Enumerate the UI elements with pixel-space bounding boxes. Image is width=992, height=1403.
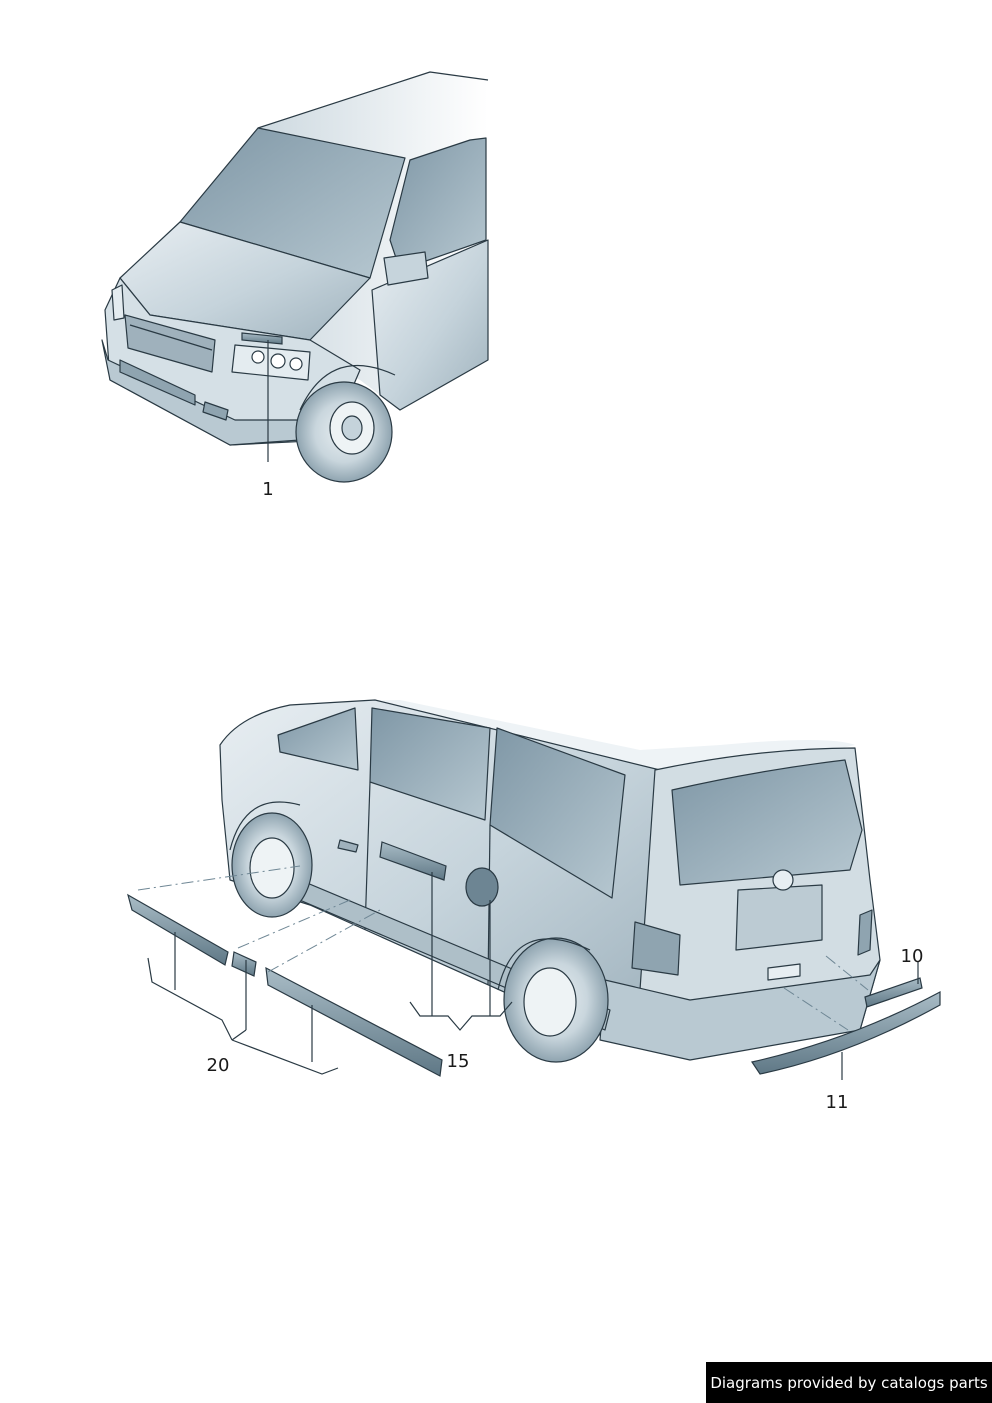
callout-11: 11 [826, 1092, 849, 1113]
part-20-rocker-trim-mid [231, 951, 257, 977]
callout-15: 15 [447, 1051, 470, 1072]
footer-credit-text: Diagrams provided by catalogs parts [710, 1373, 988, 1392]
callout-20: 20 [207, 1055, 230, 1076]
footer-credit-badge: Diagrams provided by catalogs parts [706, 1362, 992, 1403]
part-15-door-trim [379, 841, 447, 881]
van-front-illustration [101, 71, 489, 483]
leader-lines [147, 872, 919, 1080]
part-11-rear-bumper-trim [751, 991, 941, 1075]
callout-10: 10 [901, 946, 924, 967]
part-10-rear-trim-short [864, 977, 923, 1008]
callout-1: 1 [262, 479, 273, 500]
part-1-trim-strip [241, 332, 283, 345]
assembly-guide-lines [137, 865, 869, 1031]
part-20-rocker-trim-front [127, 893, 229, 966]
part-20-rocker-trim-rear [265, 966, 443, 1077]
